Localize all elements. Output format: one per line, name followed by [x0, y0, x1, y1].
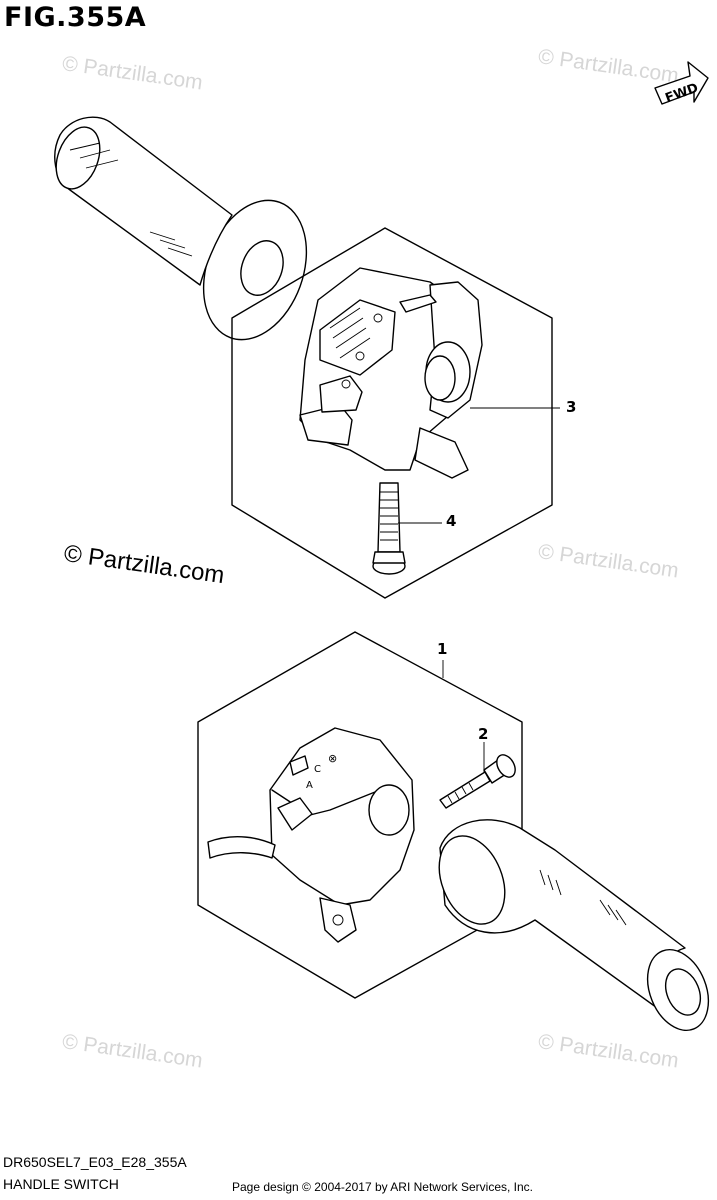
callout-3: 3 [566, 398, 577, 416]
right-handle-switch [299, 267, 483, 479]
assembly-frame-upper [231, 227, 553, 599]
callout-4: 4 [446, 512, 457, 530]
screw-part-4 [372, 482, 406, 575]
model-code: DR650SEL7_E03_E28_355A [3, 1154, 187, 1170]
screw-part-2 [439, 742, 516, 809]
assembly-frame-lower [197, 631, 523, 999]
switch-marking-stop: ⊗ [328, 752, 337, 765]
callout-2: 2 [478, 725, 489, 743]
figure-title: FIG.355A [4, 2, 147, 33]
callout-1: 1 [437, 640, 448, 658]
switch-marking-mid: A [306, 780, 313, 791]
section-name: HANDLE SWITCH [3, 1176, 119, 1192]
right-handlebar-grip [438, 819, 710, 1032]
left-handle-switch: C A ⊗ [207, 727, 415, 943]
fwd-arrow-icon: FWD [654, 61, 709, 106]
left-handlebar-grip [54, 116, 308, 341]
switch-marking-right: C [314, 764, 321, 775]
copyright-text: Page design © 2004-2017 by ARI Network S… [232, 1180, 534, 1194]
